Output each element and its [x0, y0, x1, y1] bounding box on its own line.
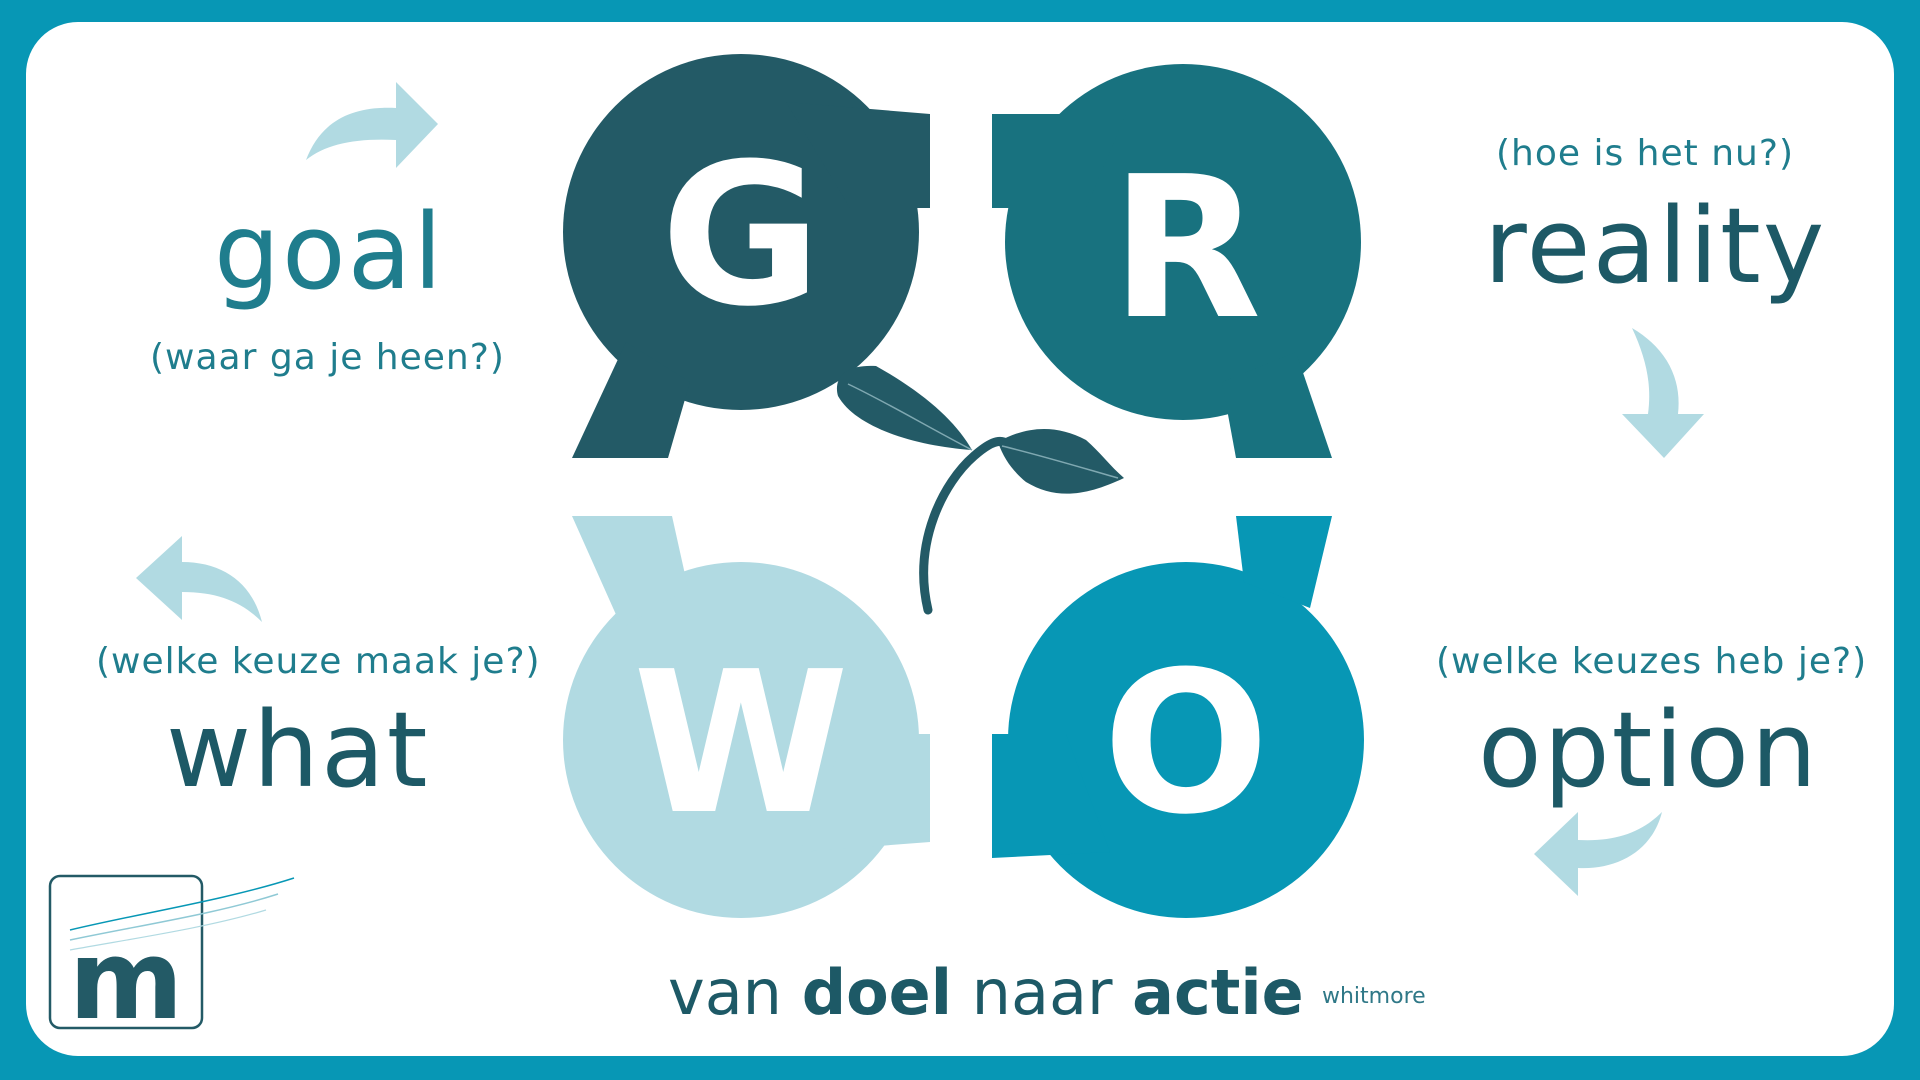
g-tail — [572, 342, 690, 458]
sprout-icon — [836, 365, 1124, 615]
o-arm — [992, 734, 1110, 858]
logo-letter: m — [69, 916, 184, 1044]
letter-o: O — [1103, 630, 1270, 858]
tagline-part1: van — [668, 956, 802, 1029]
what-question: (welke keuze maak je?) — [96, 641, 541, 682]
letter-g: G — [661, 122, 822, 350]
r-arm — [992, 114, 1126, 208]
grow-diagram: G R W O — [48, 54, 1704, 1044]
letter-r: R — [1111, 135, 1262, 363]
curved-arrow-down-icon — [1622, 328, 1704, 458]
grow-model-card: G R W O — [26, 22, 1894, 1056]
o-quadrant: O — [992, 516, 1364, 918]
reality-question: (hoe is het nu?) — [1496, 133, 1794, 174]
logo: m — [48, 874, 295, 1044]
tagline-part3: naar — [951, 956, 1133, 1029]
letter-w: W — [633, 630, 849, 858]
curved-arrow-left-icon — [1534, 812, 1662, 896]
goal-question: (waar ga je heen?) — [150, 337, 505, 378]
option-word: option — [1478, 689, 1819, 811]
curved-arrow-left-up-icon — [136, 536, 262, 622]
what-word: what — [166, 689, 430, 811]
r-quadrant: R — [992, 64, 1361, 458]
curved-arrow-right-icon — [306, 82, 438, 168]
o-tail — [1236, 516, 1332, 608]
logo-frame — [48, 874, 204, 1030]
w-arm — [800, 734, 930, 852]
tagline-part2: doel — [801, 956, 952, 1029]
g-quadrant: G — [563, 54, 930, 458]
reality-word: reality — [1484, 185, 1827, 307]
tagline: van doel naar actie — [668, 962, 1304, 1024]
tagline-part4: actie — [1132, 956, 1304, 1029]
w-quadrant: W — [563, 516, 930, 918]
g-arm — [786, 102, 930, 208]
credit: whitmore — [1322, 984, 1426, 1009]
goal-word: goal — [214, 191, 445, 313]
option-question: (welke keuzes heb je?) — [1436, 641, 1868, 682]
w-tail — [572, 516, 688, 628]
r-tail — [1222, 352, 1332, 458]
